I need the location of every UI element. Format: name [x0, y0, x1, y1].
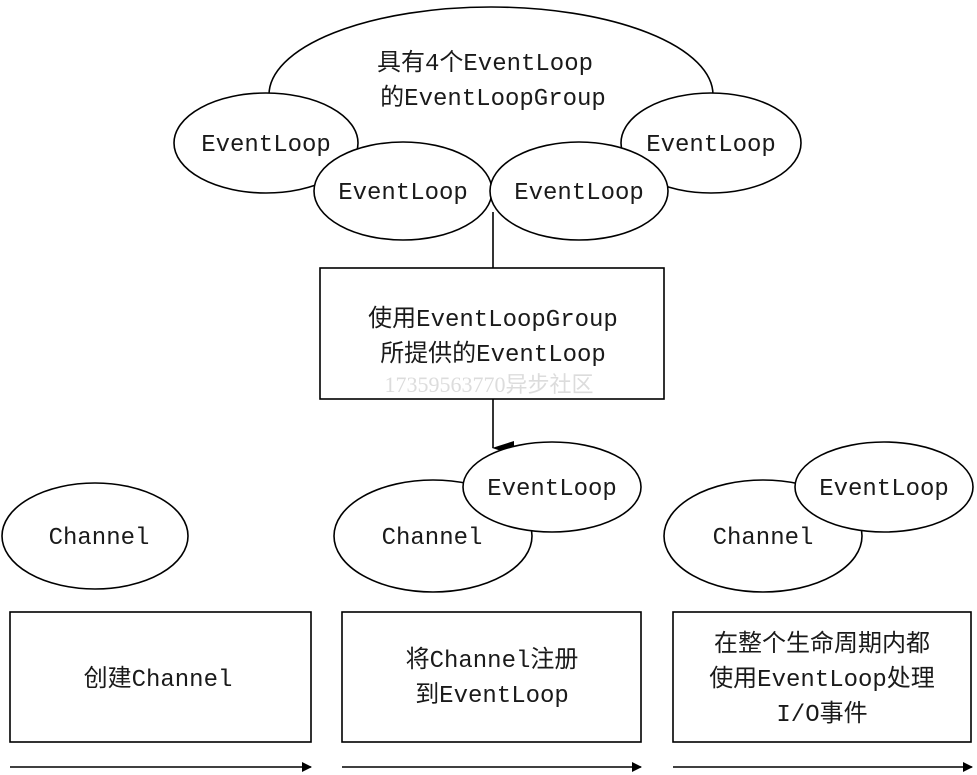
group-loop-4: EventLoop — [620, 92, 802, 194]
group-loop-3-label: EventLoop — [514, 180, 644, 207]
group-loop-3: EventLoop — [489, 141, 669, 241]
group-loop-1-ellipse — [173, 92, 359, 194]
stage-3-line1: 在整个生命周期内都 — [714, 630, 930, 659]
stage-1-channel-ellipse — [1, 482, 189, 590]
stage-3-line2: 使用EventLoop处理 — [709, 665, 935, 694]
stage-2-line1: 将Channel注册 — [406, 646, 579, 675]
stage-1-box — [9, 611, 312, 743]
group-loop-2: EventLoop — [313, 141, 493, 241]
provider-rect — [319, 267, 665, 400]
stage-2-channel-label: Channel — [382, 525, 483, 552]
stage-3-line3: I/O事件 — [776, 700, 867, 729]
watermark: 17359563770异步社区 — [384, 372, 593, 397]
stage-3-channel-label: Channel — [713, 525, 814, 552]
provider-line1: 使用EventLoopGroup — [368, 305, 618, 334]
stage-2-eventloop-label: EventLoop — [487, 476, 617, 503]
stage-2-box — [341, 611, 642, 743]
group-loop-1: EventLoop — [173, 92, 359, 194]
stage-2-line2: 到EventLoop — [415, 682, 569, 710]
group-loop-3-ellipse — [489, 141, 669, 241]
stage-3-box — [672, 611, 972, 743]
group-label-line2: 的EventLoopGroup — [380, 84, 606, 113]
stage-1-channel-label: Channel — [49, 525, 150, 552]
stage-3: Channel EventLoop 在整个生命周期内都 使用EventLoop处… — [663, 441, 974, 743]
stage-1-line1: 创建Channel — [84, 665, 233, 694]
stage-2: Channel EventLoop 将Channel注册 到EventLoop — [333, 441, 642, 743]
stage-3-eventloop-label: EventLoop — [819, 476, 949, 503]
group-loop-4-label: EventLoop — [646, 132, 776, 159]
provider-box: 使用EventLoopGroup 所提供的EventLoop 173595637… — [319, 267, 665, 400]
stage-2-eventloop-ellipse — [462, 441, 642, 533]
eventloop-group: 具有4个EventLoop 的EventLoopGroup EventLoop … — [173, 6, 802, 241]
group-loop-1-label: EventLoop — [201, 132, 331, 159]
group-loop-4-ellipse — [620, 92, 802, 194]
stage-3-eventloop-ellipse — [794, 441, 974, 533]
stage-1: Channel 创建Channel — [1, 482, 312, 743]
group-loop-2-label: EventLoop — [338, 180, 468, 207]
group-label-line1: 具有4个EventLoop — [377, 49, 593, 78]
provider-line2: 所提供的EventLoop — [380, 340, 606, 369]
